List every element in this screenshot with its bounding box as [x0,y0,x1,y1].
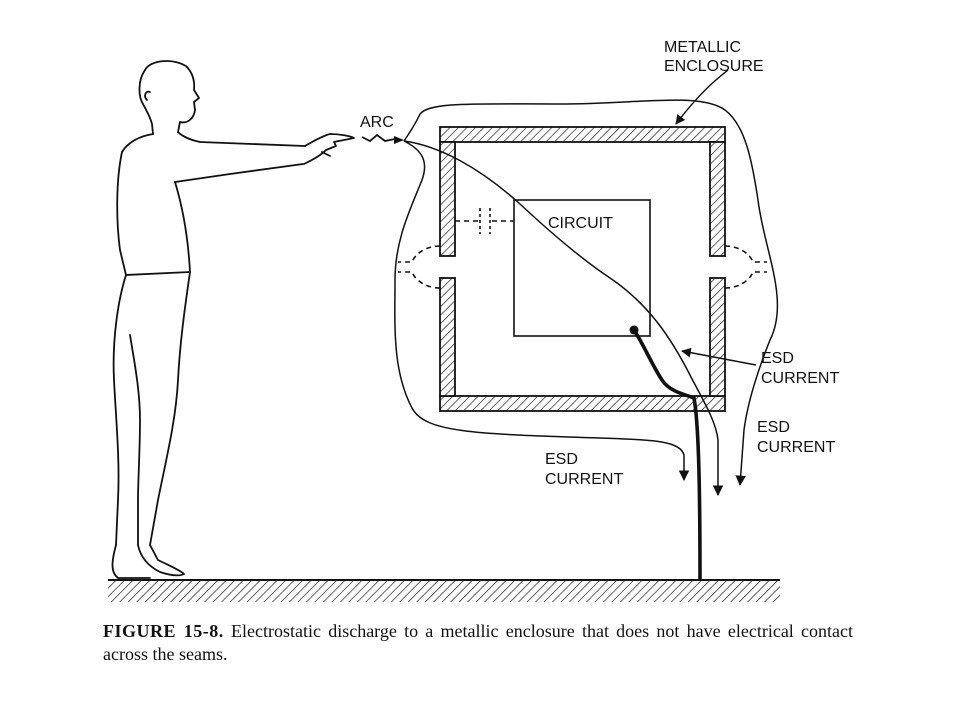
esd-current-label-bottom-line2: CURRENT [545,471,623,488]
arc-spark [361,133,404,144]
esd-current-label-upper-line2: CURRENT [761,370,839,387]
caption-text: Electrostatic discharge to a metallic en… [103,621,854,664]
circuit-label: CIRCUIT [548,215,613,232]
arc-label: ARC [360,114,394,131]
esd-current-label-upper-line1: ESD [761,350,794,367]
capacitor-symbol [479,208,491,234]
figure-caption: FIGURE 15-8. Electrostatic discharge to … [103,620,853,666]
seam-capacitance [398,220,767,289]
circuit-ground-lead [629,325,702,581]
circuit-box [513,199,651,337]
metallic-enclosure-label-line2: ENCLOSURE [664,58,764,75]
esd-current-label-right-line1: ESD [757,419,790,436]
person-figure [111,60,355,579]
leader-lines [675,69,757,366]
figure-number: FIGURE 15-8. [103,621,224,641]
esd-current-label-bottom-line1: ESD [545,451,578,468]
metallic-enclosure [439,126,726,412]
esd-current-label-right-line2: CURRENT [757,439,835,456]
esd-current-paths [394,99,779,497]
metallic-enclosure-label-line1: METALLIC [664,39,741,56]
ground [108,579,780,602]
